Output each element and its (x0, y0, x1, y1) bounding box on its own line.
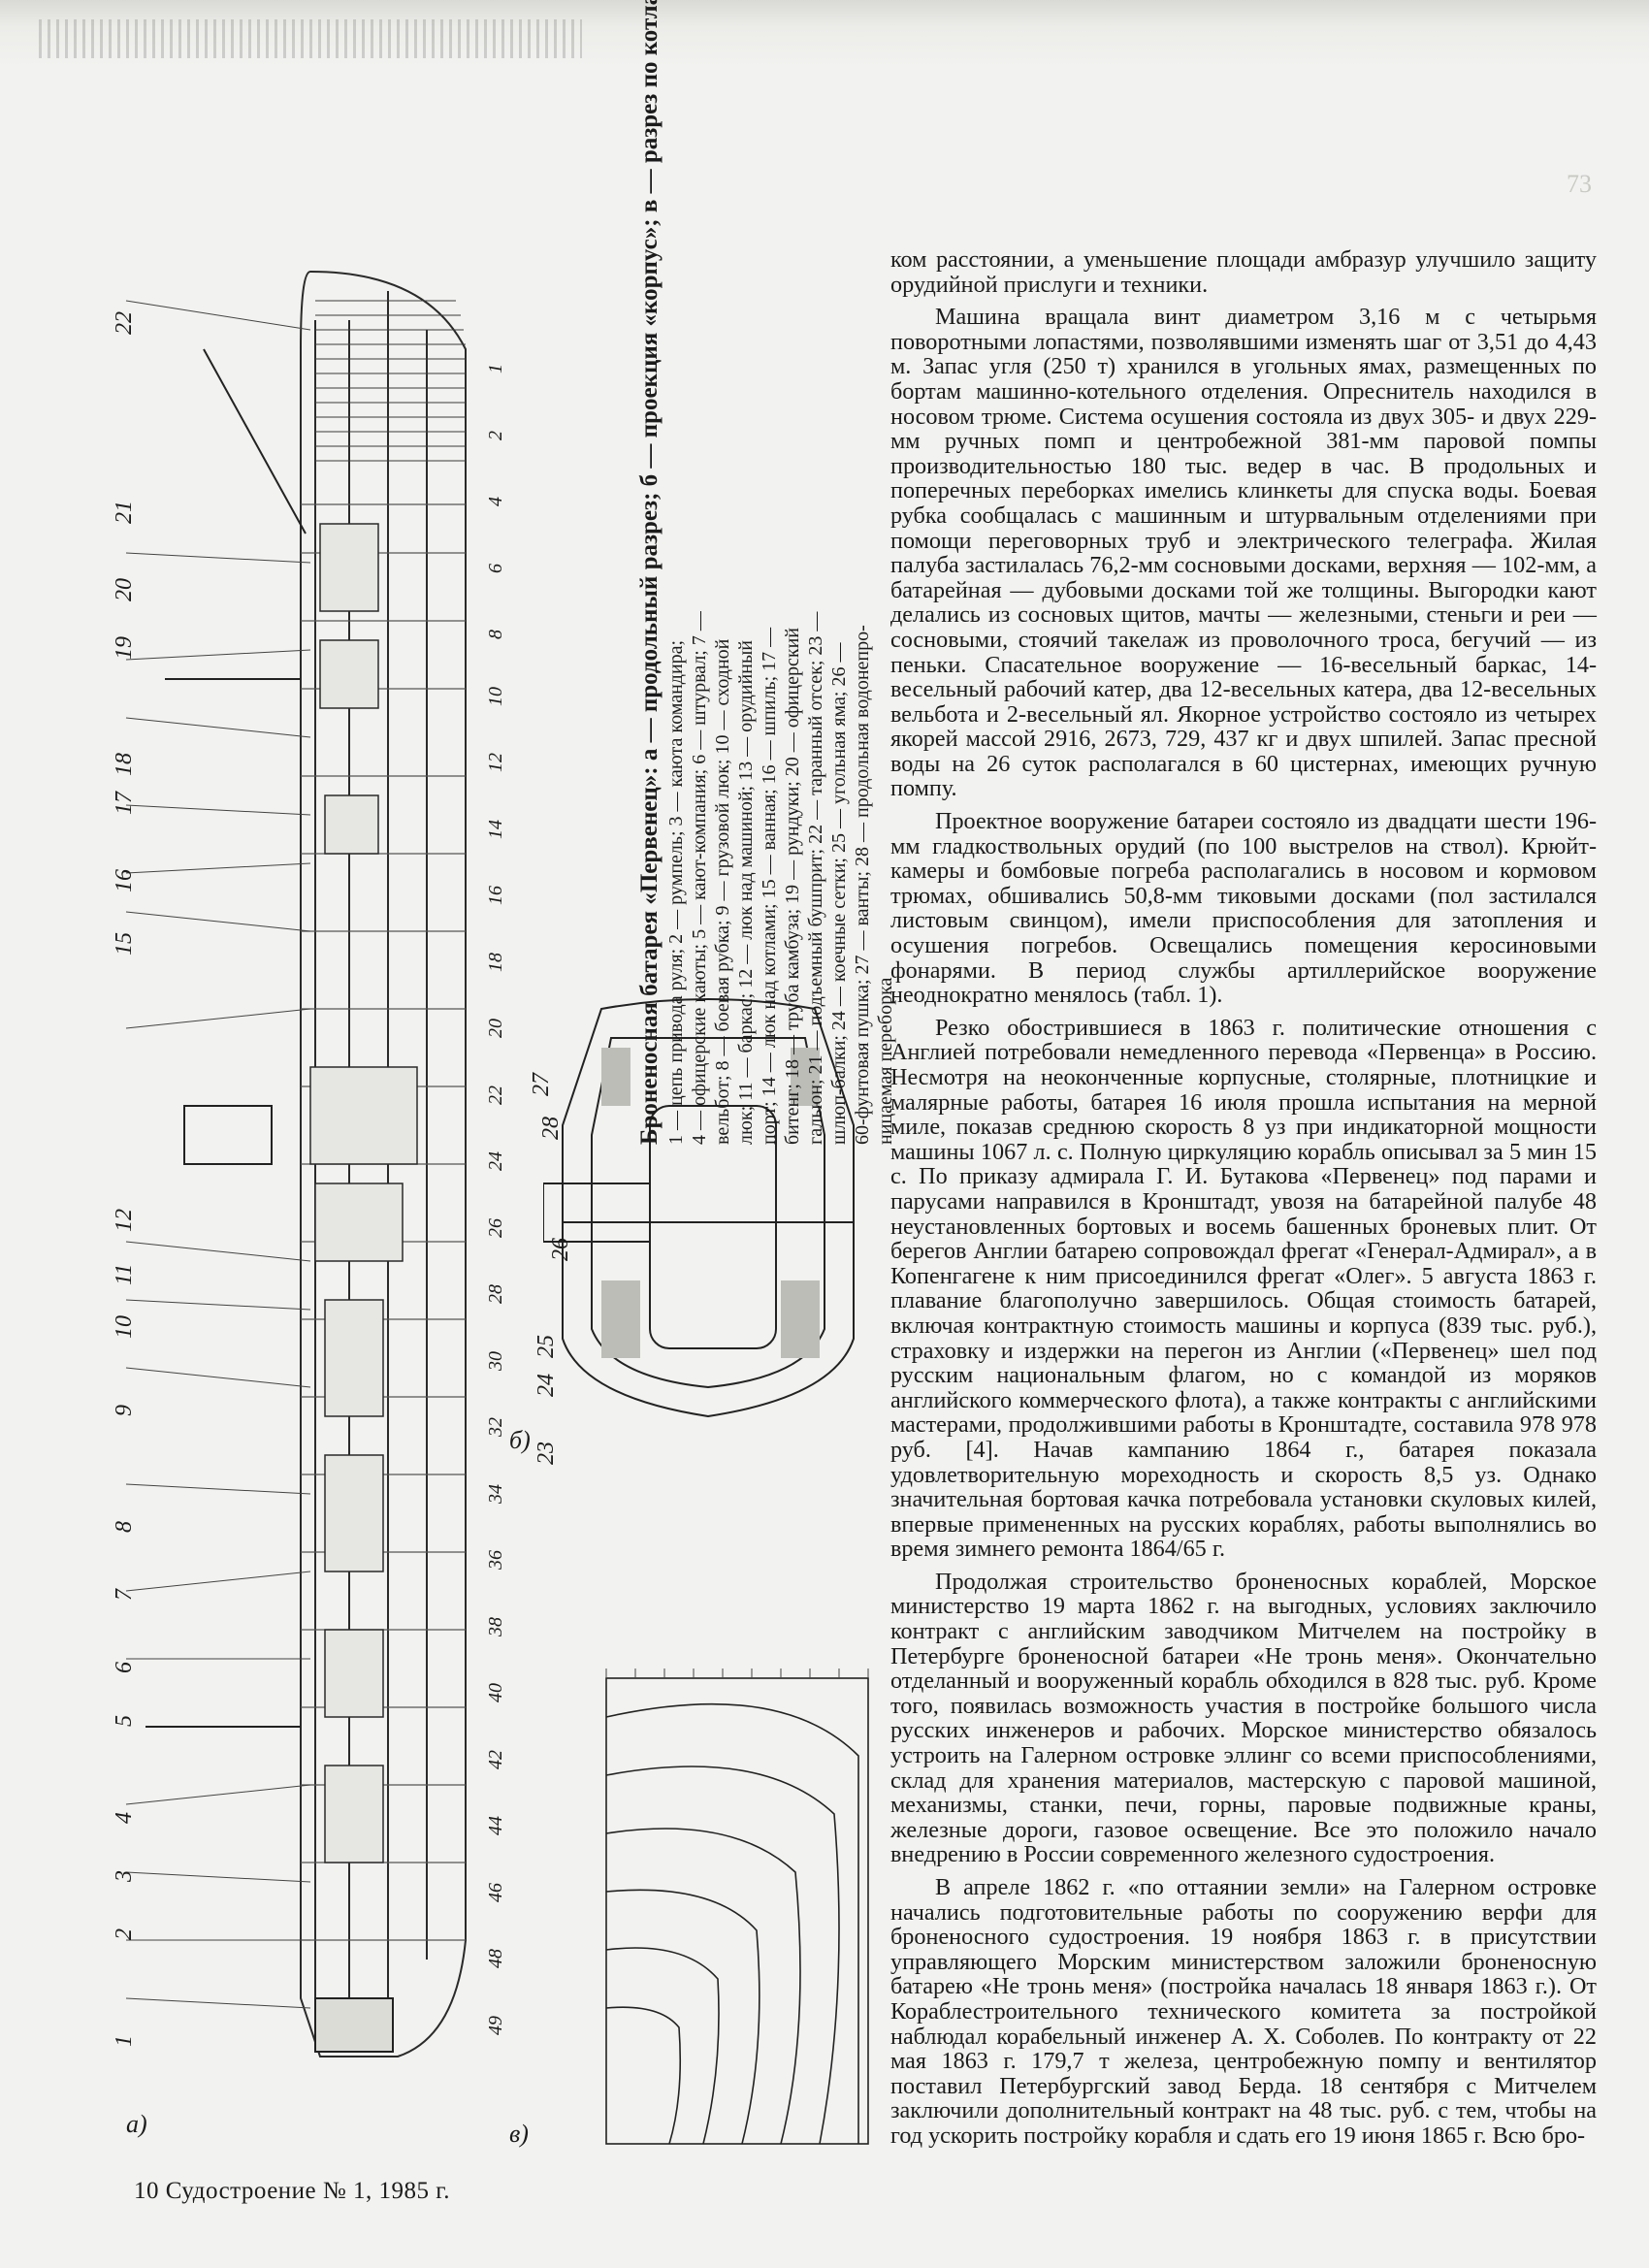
section-a-label: а) (126, 2110, 147, 2138)
frame-number: 1 (485, 364, 506, 373)
callout-number: 15 (112, 932, 137, 956)
callout-number: 20 (112, 578, 137, 601)
compartment (319, 523, 379, 612)
frame-number: 2 (485, 430, 506, 440)
funnel (183, 1105, 273, 1165)
caption-line: 1 — цепь привода руля; 2 — румпель; 3 — … (665, 639, 687, 1145)
caption-line: порт; 14 — люк над котлами; 15 — ванная;… (759, 627, 780, 1145)
frame-number: 16 (485, 886, 506, 905)
frame-number: 48 (485, 1949, 506, 1968)
callout-number: 11 (112, 1263, 137, 1285)
callout-number: 21 (112, 501, 137, 524)
hull-outline (300, 270, 467, 2057)
frame-number: 36 (485, 1550, 506, 1570)
page-footer: 10 Судостроение № 1, 1985 г. (134, 2178, 450, 2204)
frame-number: 42 (485, 1749, 506, 1769)
callout-number: 8 (112, 1521, 137, 1533)
caption-line: гальюн; 21 — подъемный бушприт; 22 — тар… (805, 611, 826, 1145)
callout-number: 4 (112, 1812, 137, 1824)
caption-line: 60-фунтовая пушка; 27 — ванты; 28 — прод… (852, 625, 873, 1145)
frame-number: 26 (485, 1217, 506, 1238)
callout-number: 24 (534, 1374, 559, 1397)
caption-line: битенг; 18 — труба камбуза; 19 — рундуки… (782, 628, 803, 1145)
frame-number: 12 (485, 753, 506, 772)
callout-number: 16 (112, 869, 137, 892)
callout-number: 26 (548, 1238, 573, 1261)
frame-number: 10 (485, 686, 506, 706)
callout-number: 10 (112, 1315, 137, 1339)
body-plan-drawing (605, 1669, 869, 2145)
frame-number: 20 (485, 1019, 506, 1038)
article-text-column: ком расстоянии, а уменьшение площади амб… (890, 247, 1597, 2156)
deck-gun (543, 1183, 651, 1243)
caption-title: Броненосная батарея «Первенец»: а — прод… (636, 0, 663, 1145)
frame-number: 40 (485, 1683, 506, 1702)
caption-line: шлюп-балки; 24 — коечные сетки; 25 — уго… (828, 642, 850, 1145)
ship-drawing-svg (125, 270, 467, 2057)
frame-number: 22 (485, 1085, 506, 1105)
frame-number: 8 (485, 630, 506, 639)
callout-number: 7 (112, 1589, 137, 1601)
frame-number: 4 (485, 497, 506, 506)
frame-number: 34 (485, 1483, 506, 1504)
frame-number: 46 (485, 1882, 506, 1902)
callout-number: 27 (529, 1073, 554, 1096)
bowsprit (203, 348, 307, 535)
frame-number: 44 (485, 1816, 506, 1835)
callout-number: 6 (112, 1662, 137, 1673)
frame-number: 6 (485, 563, 506, 573)
frame-number: 30 (485, 1350, 506, 1371)
paragraph: В апреле 1862 г. «по оттаянии земли» на … (890, 1874, 1597, 2149)
callout-number: 5 (112, 1715, 137, 1727)
callout-number: 25 (534, 1335, 559, 1358)
section-c-label: в) (509, 2120, 529, 2148)
callout-number: 18 (112, 753, 137, 776)
caption-line: люк; 11 — баркас; 12 — люк над машиной; … (735, 640, 757, 1145)
callout-number: 22 (112, 311, 137, 335)
paragraph: Проектное вооружение батареи состояло из… (890, 808, 1597, 1009)
longitudinal-section-drawing (107, 233, 534, 2095)
callout-number: 9 (112, 1405, 137, 1416)
callout-number: 1 (112, 2035, 137, 2047)
paragraph: Резко обострившиеся в 1863 г. политическ… (890, 1014, 1597, 1563)
callout-number: 2 (112, 1928, 137, 1940)
section-b-label: б) (509, 1426, 531, 1454)
frame-number: 49 (485, 2015, 506, 2035)
paragraph: ком расстоянии, а уменьшение площади амб… (890, 246, 1597, 298)
body-plan-frame (605, 1677, 869, 2145)
callout-number: 28 (538, 1117, 564, 1140)
callout-number: 12 (112, 1209, 137, 1232)
paragraph: Машина вращала винт диаметром 3,16 м с ч… (890, 304, 1597, 802)
frame-number: 18 (485, 952, 506, 972)
callout-number: 17 (112, 792, 137, 815)
rudder (314, 1997, 394, 2053)
frame-number: 32 (485, 1417, 506, 1437)
scan-noise (39, 19, 582, 58)
frame-number: 14 (485, 819, 506, 839)
callout-number: 3 (112, 1870, 137, 1882)
caption-line: вельбот; 8 — боевая рубка; 9 — грузовой … (712, 638, 733, 1145)
frame-number: 38 (485, 1616, 506, 1636)
paragraph: Продолжая строительство броненосных кора… (890, 1568, 1597, 1868)
frame-number: 28 (485, 1284, 506, 1304)
caption-legend: 1 — цепь привода руля; 2 — румпель; 3 — … (664, 155, 897, 1145)
top-page-number: 73 (1567, 170, 1592, 198)
callout-number: 23 (534, 1442, 559, 1465)
frame-number: 24 (485, 1151, 506, 1171)
figure-caption: Броненосная батарея «Первенец»: а — прод… (635, 0, 897, 1145)
caption-line: 4 — офицерские каюты; 5 — кают-компания;… (689, 611, 710, 1145)
cross-section-hull (562, 998, 855, 1418)
cross-section-drawing (543, 998, 855, 1418)
callout-number: 19 (112, 636, 137, 660)
scan-edge-shadow (0, 0, 1649, 68)
